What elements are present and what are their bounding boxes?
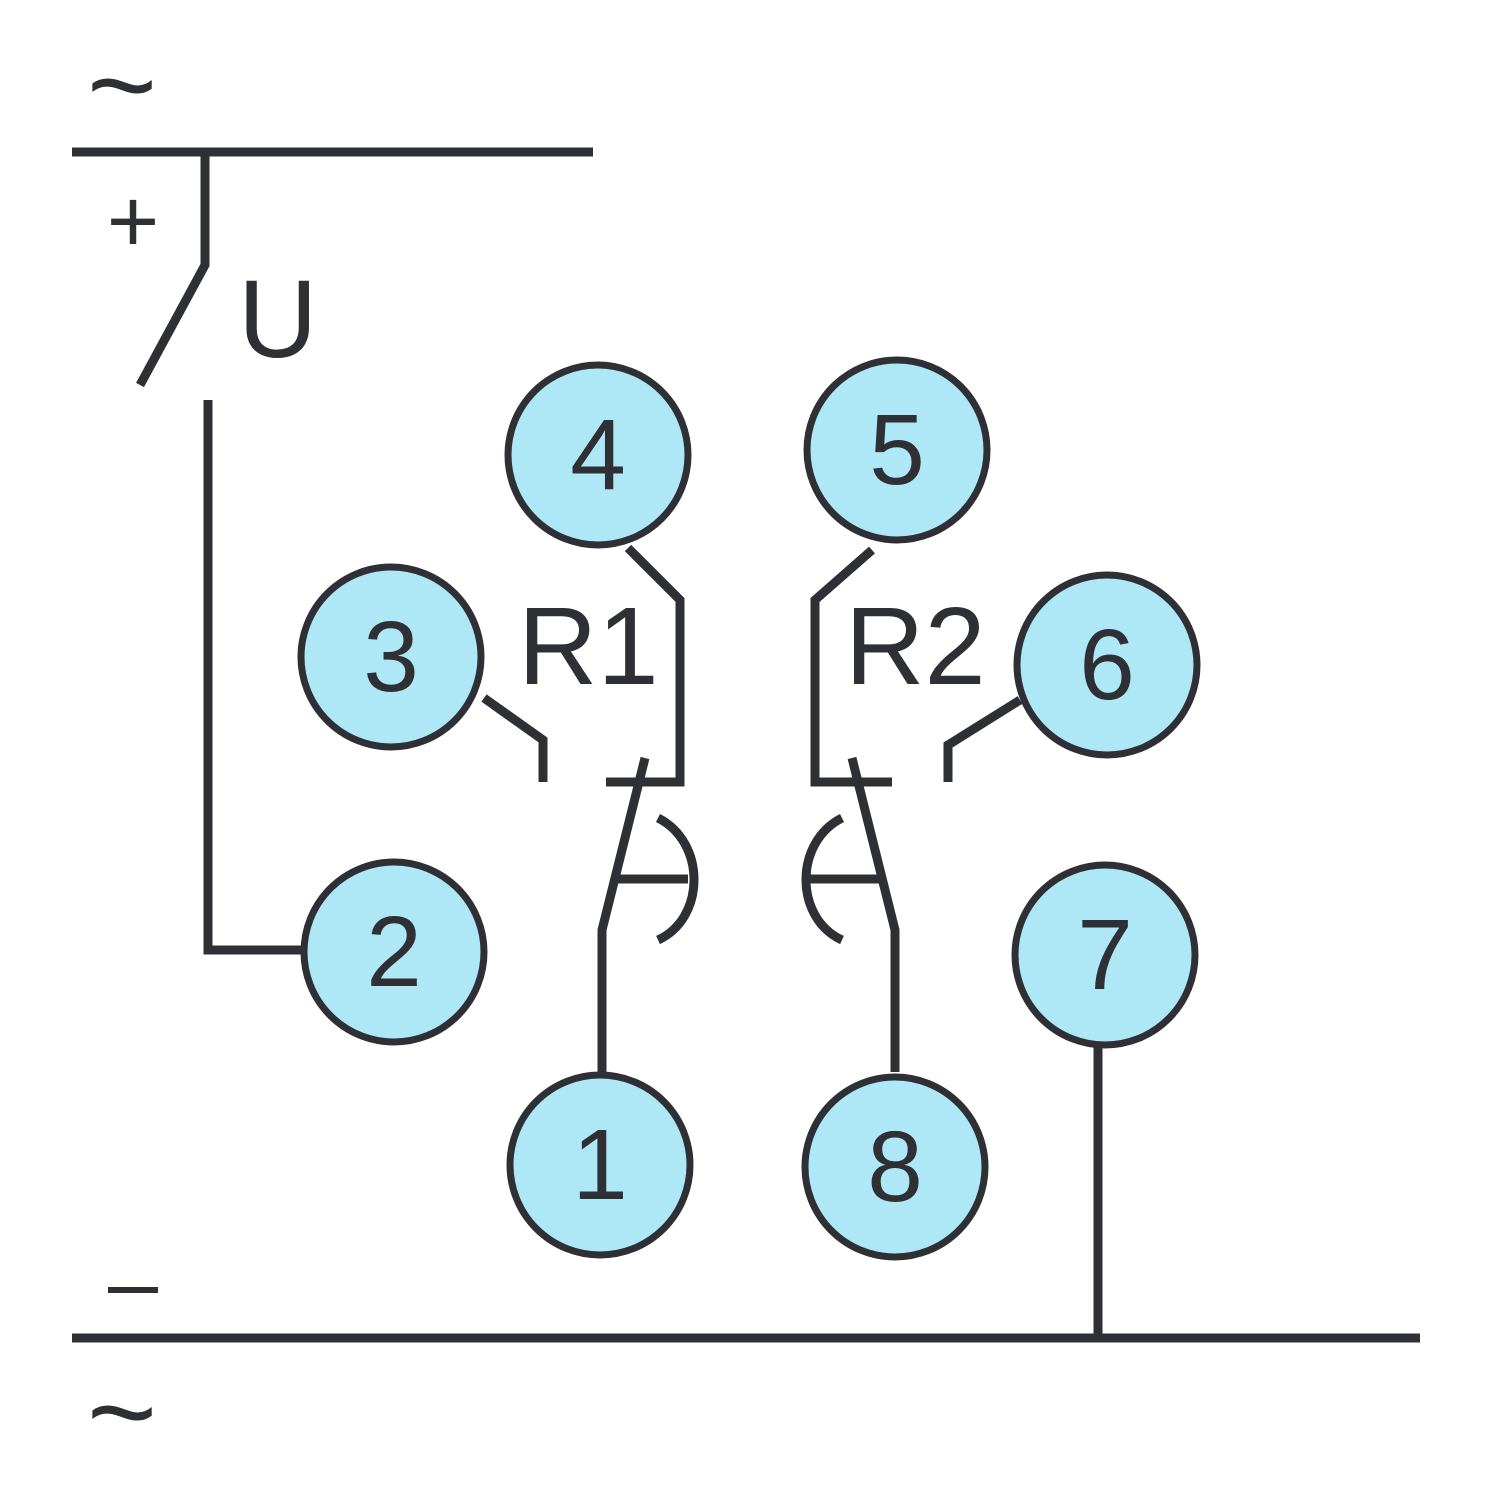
switch-lower-lead xyxy=(203,400,302,955)
terminal-7-number: 7 xyxy=(1077,899,1133,1011)
r2-blade xyxy=(847,756,900,1072)
r1-coil-arc xyxy=(655,813,699,945)
terminal-5-number: 5 xyxy=(869,394,925,506)
relay-r2-label: R2 xyxy=(845,585,986,708)
terminal-8-number: 8 xyxy=(867,1111,923,1223)
r1-blade xyxy=(597,756,650,1072)
terminal-3: 3 xyxy=(297,563,485,751)
terminal-6: 6 xyxy=(1013,571,1201,759)
terminal-4-number: 4 xyxy=(570,399,626,511)
relay-r2-contact xyxy=(801,546,1023,1072)
bottom-ac-symbol: ~ xyxy=(87,1345,157,1479)
r2-coil-arc xyxy=(801,813,845,945)
terminal-2: 2 xyxy=(300,858,488,1046)
supply-switch xyxy=(136,152,302,955)
terminal-1-number: 1 xyxy=(572,1109,628,1221)
terminal-2-number: 2 xyxy=(366,896,422,1008)
terminal-4: 4 xyxy=(504,361,692,549)
terminal-7: 7 xyxy=(1011,861,1199,1049)
terminal-5: 5 xyxy=(803,356,991,544)
switch-upper-lead xyxy=(136,152,210,388)
switch-label: U xyxy=(238,258,317,381)
terminal-8: 8 xyxy=(801,1073,989,1261)
terminal-3-number: 3 xyxy=(363,601,419,713)
relay-r1-contact xyxy=(481,544,699,1072)
minus-sign: – xyxy=(108,1233,159,1333)
r2-wire-6 xyxy=(943,696,1023,782)
plus-sign: + xyxy=(107,172,160,272)
terminal-1: 1 xyxy=(506,1071,694,1259)
top-ac-symbol: ~ xyxy=(87,18,157,152)
relay-r1-label: R1 xyxy=(518,585,659,708)
r1-wire-3 xyxy=(481,694,548,782)
terminal-6-number: 6 xyxy=(1079,609,1135,721)
